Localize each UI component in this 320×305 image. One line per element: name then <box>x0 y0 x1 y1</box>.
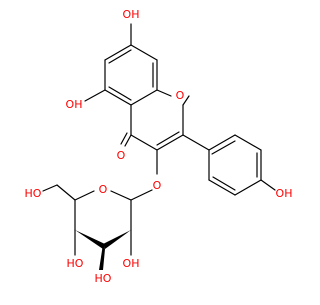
wedge-bond <box>103 230 131 249</box>
bond <box>156 131 180 146</box>
bond <box>182 134 210 151</box>
atom-label-c4-ho: HO <box>67 257 84 270</box>
bond <box>110 190 132 201</box>
bond <box>156 134 184 151</box>
atom-label-oh-top: OH <box>123 8 140 21</box>
bond <box>208 134 236 151</box>
atom-label-c3-ho: HO <box>95 272 112 285</box>
wedge-bonds <box>75 230 131 270</box>
bond <box>42 184 58 192</box>
atom-label-ring-o: O <box>176 89 185 102</box>
wedge-bond <box>75 230 105 249</box>
bond <box>84 89 106 102</box>
bond <box>130 89 158 106</box>
bond <box>212 176 236 191</box>
atom-label-glycosidic-o: O <box>153 179 162 192</box>
molecule-diagram: OH OH O O O O OH HO HO HO OH <box>25 8 293 285</box>
bond <box>260 179 276 191</box>
bond <box>234 134 262 151</box>
bond <box>108 49 132 64</box>
atom-label-ch2-ho: HO <box>25 187 42 200</box>
kaempferol-glucoside-structure: OH OH O O O O OH HO HO HO OH <box>25 8 293 285</box>
bond <box>211 140 236 155</box>
bonds <box>42 23 276 256</box>
bond <box>130 189 153 201</box>
atom-label-phenol-oh: OH <box>276 187 293 200</box>
bond <box>104 44 132 61</box>
atom-label-carbonyl-o: O <box>117 149 126 162</box>
wedge-bond <box>99 244 105 270</box>
atom-label-oh-5: OH <box>66 98 83 111</box>
bond <box>234 179 262 196</box>
bond <box>130 134 158 151</box>
atom-label-sugar-ring-o: O <box>99 183 108 196</box>
bond <box>182 95 190 106</box>
bond <box>156 89 172 97</box>
bond <box>56 184 76 201</box>
bond <box>124 134 132 147</box>
bond <box>120 132 128 145</box>
bond <box>104 89 132 106</box>
atom-label-c2-oh: OH <box>123 257 140 270</box>
atom-labels: OH OH O O O O OH HO HO HO OH <box>25 8 293 285</box>
bond <box>130 44 158 61</box>
bond <box>208 179 236 196</box>
bond <box>74 190 95 201</box>
bond <box>108 86 132 101</box>
